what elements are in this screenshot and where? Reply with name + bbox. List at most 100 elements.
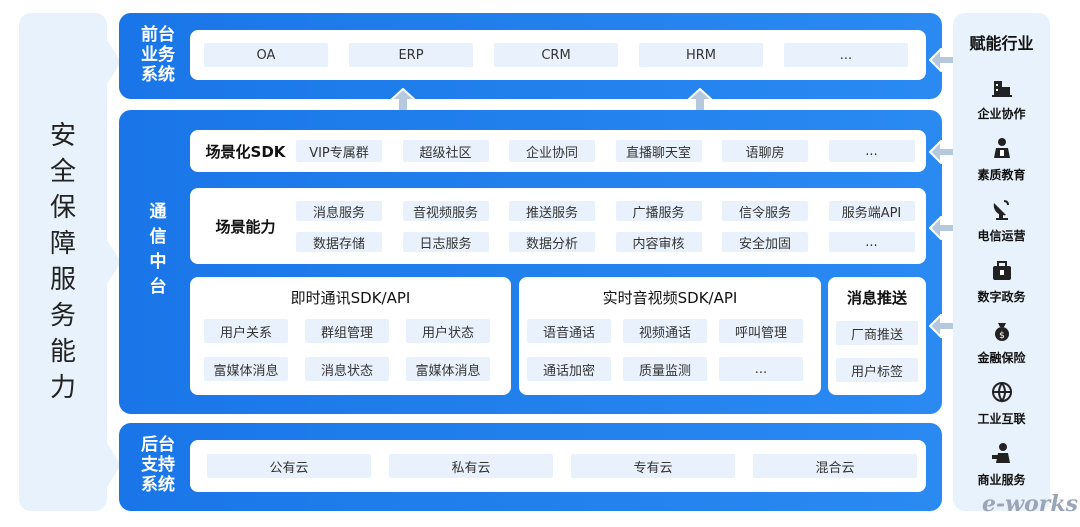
scene-sdk-row: 场景化SDK VIP专属群超级社区企业协同直播聊天室语聊房... <box>190 130 926 172</box>
industry-item: 数字政务 <box>953 258 1050 305</box>
industry-item: 工业互联 <box>953 380 1050 427</box>
im-sdk-box: 即时通讯SDK/API 用户关系群组管理用户状态富媒体消息消息状态富媒体消息 <box>190 277 511 395</box>
capability-chip: ... <box>828 232 915 252</box>
capability-chip: 广播服务 <box>615 201 702 221</box>
back-system-chip: 专有云 <box>571 454 735 478</box>
security-label-char: 障 <box>49 229 76 259</box>
industry-item: $ 金融保险 <box>953 319 1050 366</box>
comm-label-char: 台 <box>149 277 167 297</box>
left-panel-security: 安全保障服务能力 <box>19 13 107 511</box>
comm-label-char: 中 <box>149 252 167 272</box>
scene-capability-title: 场景能力 <box>215 217 276 236</box>
scene-sdk-title: 场景化SDK <box>205 142 286 161</box>
security-capability-label: 安全保障服务能力 <box>19 13 107 511</box>
business-person-icon <box>990 441 1014 469</box>
capability-chip: 数据分析 <box>509 232 595 252</box>
back-system-chip: 混合云 <box>753 454 917 478</box>
teacher-icon <box>990 136 1014 164</box>
rtc-chip: 通话加密 <box>527 357 611 381</box>
push-chip: 用户标签 <box>836 358 918 382</box>
left-arrow-back <box>107 443 121 487</box>
rtc-sdk-box: 实时音视频SDK/API 语音通话视频通话呼叫管理通话加密质量监测... <box>519 277 821 395</box>
comm-platform-label: 通信中台 <box>133 200 183 300</box>
capability-chip: 消息服务 <box>296 201 382 221</box>
scene-sdk-chip: 超级社区 <box>402 140 489 162</box>
svg-text:$: $ <box>999 331 1005 341</box>
push-box: 消息推送 厂商推送 用户标签 <box>828 277 926 395</box>
im-chip: 用户关系 <box>204 319 288 343</box>
industry-label: 商业服务 <box>977 473 1026 487</box>
push-title: 消息推送 <box>846 288 907 307</box>
industry-item: 企业协作 <box>953 75 1050 122</box>
back-system-label: 后台 支持 系统 <box>141 435 175 495</box>
building-icon <box>990 75 1014 103</box>
scene-sdk-chip: VIP专属群 <box>296 140 382 162</box>
front-system-label: 前台 业务 系统 <box>141 25 175 85</box>
industry-label: 数字政务 <box>977 290 1026 304</box>
capability-chip: 音视频服务 <box>402 201 489 221</box>
security-label-char: 力 <box>49 373 76 403</box>
capability-chip: 数据存储 <box>296 232 382 252</box>
capability-chip: 安全加固 <box>722 232 808 252</box>
comm-label-char: 通 <box>149 202 167 222</box>
industry-item: 素质教育 <box>953 136 1050 183</box>
security-label-char: 安 <box>49 121 76 151</box>
security-label-char: 能 <box>49 337 76 367</box>
rtc-sdk-title: 实时音视频SDK/API <box>602 288 738 307</box>
industry-label: 金融保险 <box>977 351 1026 365</box>
industry-label: 电信运营 <box>977 229 1026 243</box>
back-system-chip: 私有云 <box>389 454 553 478</box>
front-system-list: OA ERP CRM HRM... <box>190 30 926 80</box>
back-system-chip: 公有云 <box>207 454 371 478</box>
industry-label: 工业互联 <box>977 412 1026 426</box>
capability-chip: 信令服务 <box>722 201 808 221</box>
rtc-chip: 视频通话 <box>623 319 707 343</box>
security-label-char: 保 <box>49 193 76 223</box>
rtc-chip: 语音通话 <box>527 319 611 343</box>
gov-bag-icon <box>990 258 1014 286</box>
industry-label: 素质教育 <box>977 168 1026 182</box>
comm-platform-band: 通信中台 场景化SDK VIP专属群超级社区企业协同直播聊天室语聊房... 场景… <box>119 110 942 414</box>
back-system-band: 后台 支持 系统 公有云私有云专有云混合云 <box>119 423 942 511</box>
capability-chip: 内容审核 <box>615 232 702 252</box>
im-sdk-title: 即时通讯SDK/API <box>290 288 411 307</box>
satellite-dish-icon <box>990 197 1014 225</box>
rtc-chip: 质量监测 <box>623 357 707 381</box>
scene-sdk-chip: 企业协同 <box>509 140 595 162</box>
industry-item: 电信运营 <box>953 197 1050 244</box>
im-chip: 用户状态 <box>406 319 490 343</box>
push-chip: 厂商推送 <box>836 321 918 345</box>
im-chip: 富媒体消息 <box>406 357 490 381</box>
eworks-logo: e-works <box>982 491 1078 517</box>
scene-sdk-chip: ... <box>828 140 915 162</box>
security-label-char: 服 <box>49 265 76 295</box>
front-system-band: 前台 业务 系统 OA ERP CRM HRM... <box>119 13 942 99</box>
industry-label: 企业协作 <box>977 107 1026 121</box>
security-label-char: 全 <box>49 157 76 187</box>
im-chip: 消息状态 <box>305 357 389 381</box>
front-system-chip: OA <box>204 43 328 67</box>
scene-sdk-chip: 语聊房 <box>722 140 808 162</box>
globe-icon <box>990 380 1014 408</box>
front-system-chip: HRM <box>639 43 763 67</box>
capability-chip: 推送服务 <box>509 201 595 221</box>
money-bag-icon: $ <box>990 319 1014 347</box>
industries-title: 赋能行业 <box>969 34 1034 53</box>
left-arrow-comm <box>107 240 121 284</box>
security-label-char: 务 <box>49 301 76 331</box>
left-arrow-front <box>107 40 121 84</box>
comm-label-char: 信 <box>149 227 167 247</box>
capability-chip: 服务端API <box>828 201 915 221</box>
im-chip: 群组管理 <box>305 319 389 343</box>
scene-sdk-chip: 直播聊天室 <box>615 140 702 162</box>
front-system-chip: ... <box>784 43 908 67</box>
rtc-chip: 呼叫管理 <box>719 319 803 343</box>
rtc-chip: ... <box>719 357 803 381</box>
front-system-chip: ERP <box>349 43 473 67</box>
front-system-chip: CRM <box>494 43 618 67</box>
back-system-list: 公有云私有云专有云混合云 <box>190 440 926 492</box>
im-chip: 富媒体消息 <box>204 357 288 381</box>
industries-panel: 赋能行业 企业协作素质教育电信运营数字政务 $ 金融保险工业互联商业服务 <box>953 13 1050 511</box>
industry-item: 商业服务 <box>953 441 1050 488</box>
